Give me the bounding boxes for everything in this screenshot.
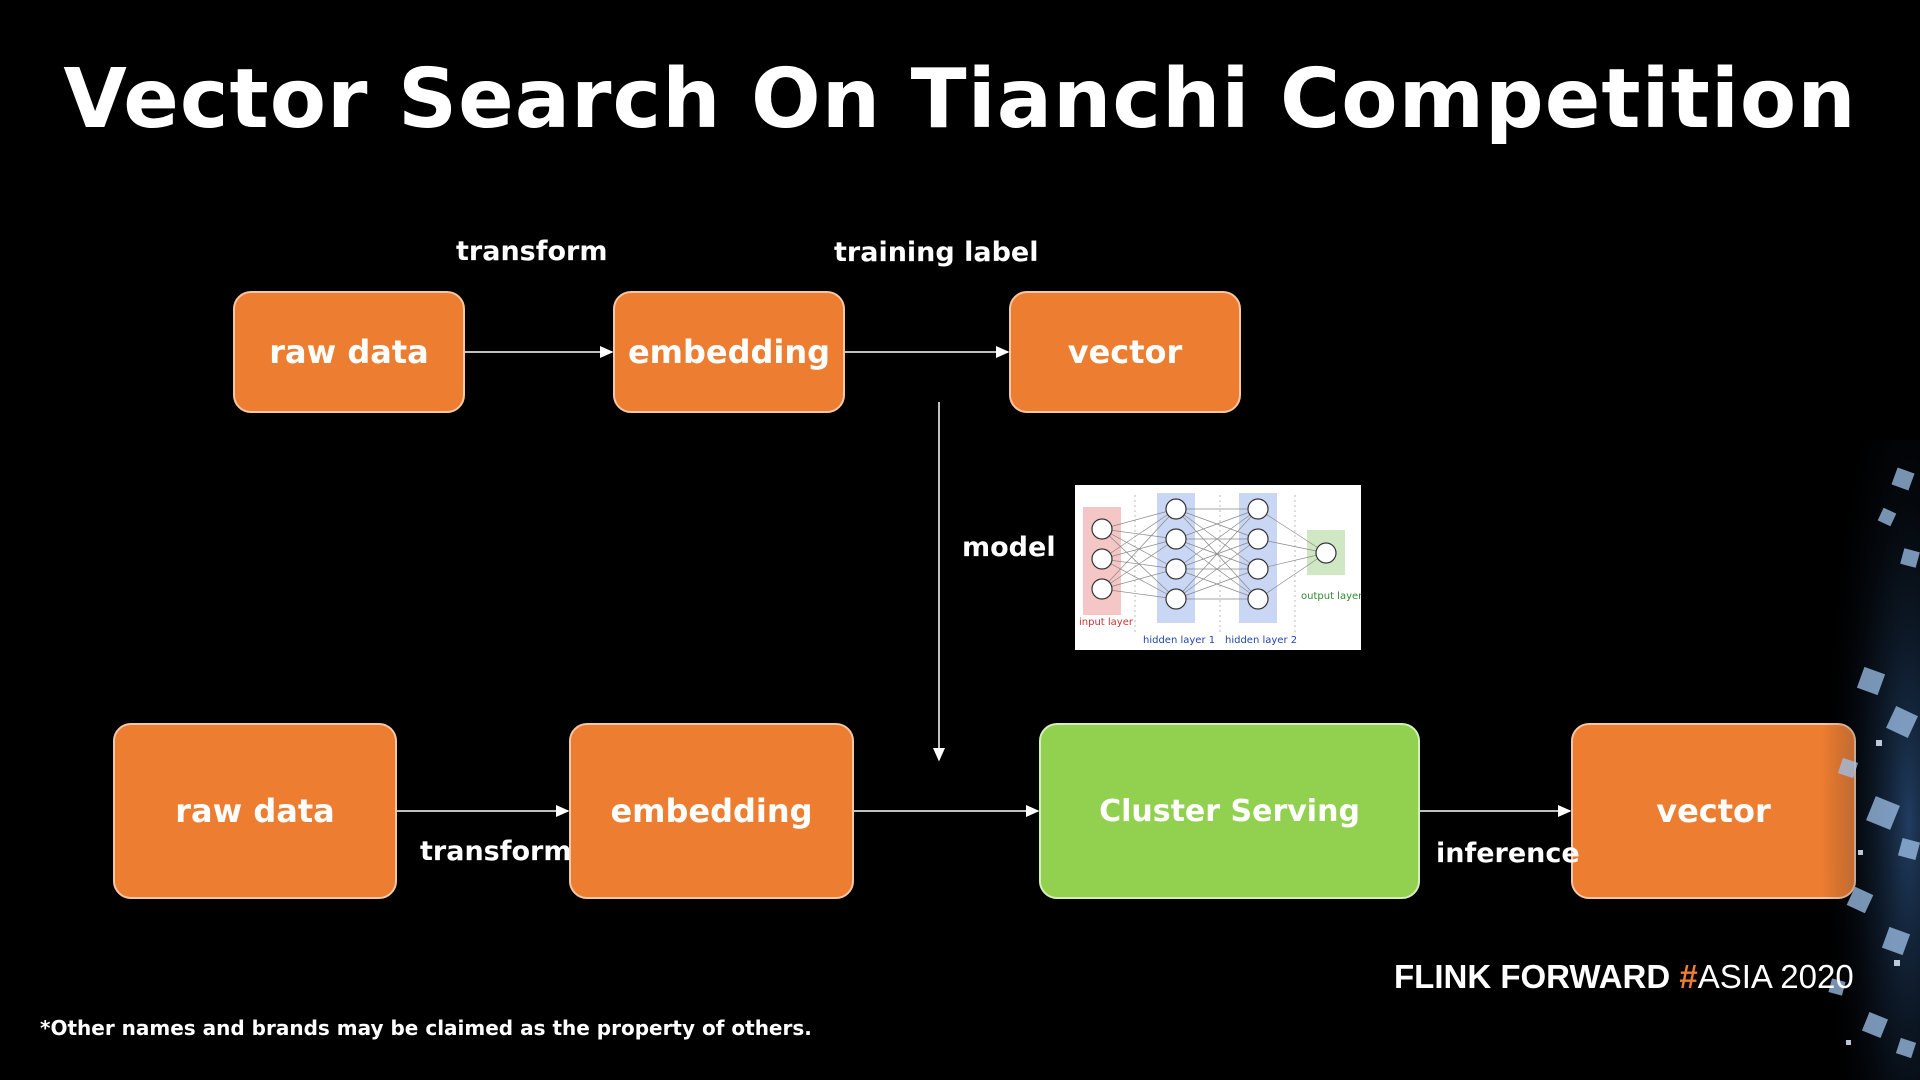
bottom-embedding-label: embedding	[610, 792, 813, 830]
brand-asia-2020: ASIA 2020	[1697, 958, 1854, 995]
bottom-transform-label: transform	[420, 836, 572, 867]
top-raw-data-box: raw data	[233, 291, 465, 413]
decorative-cubes-graphic	[1810, 440, 1920, 1080]
model-label: model	[962, 532, 1056, 563]
top-vector-label: vector	[1067, 333, 1183, 371]
bottom-raw-data-label: raw data	[175, 792, 335, 830]
slide-title: Vector Search On Tianchi Competition	[63, 52, 1857, 147]
neural-network-figure: input layer hidden layer 1 hidden layer …	[1075, 485, 1363, 650]
top-vector-box: vector	[1009, 291, 1241, 413]
bottom-vector-label: vector	[1656, 792, 1771, 830]
inference-label: inference	[1436, 838, 1580, 869]
bottom-vector-box: vector	[1571, 723, 1856, 899]
nn-hidden-layer-1-label: hidden layer 1	[1143, 635, 1215, 646]
brand-hash: #	[1679, 958, 1698, 995]
footnote: *Other names and brands may be claimed a…	[40, 1016, 812, 1040]
nn-input-layer-label: input layer	[1079, 617, 1134, 628]
cluster-serving-box: Cluster Serving	[1039, 723, 1420, 899]
brand-flink-forward: FLINK FORWARD	[1394, 958, 1680, 995]
top-transform-label: transform	[456, 236, 608, 267]
bottom-embedding-box: embedding	[569, 723, 854, 899]
nn-output-layer-label: output layer	[1301, 591, 1361, 602]
top-embedding-label: embedding	[627, 333, 831, 371]
nn-hidden-layer-2-label: hidden layer 2	[1225, 635, 1297, 646]
top-raw-data-label: raw data	[269, 333, 429, 371]
bottom-raw-data-box: raw data	[113, 723, 397, 899]
flink-forward-logo: FLINK FORWARD #ASIA 2020	[1394, 958, 1854, 996]
cluster-serving-label: Cluster Serving	[1099, 793, 1360, 829]
training-label: training label	[834, 237, 1039, 268]
top-embedding-box: embedding	[613, 291, 845, 413]
